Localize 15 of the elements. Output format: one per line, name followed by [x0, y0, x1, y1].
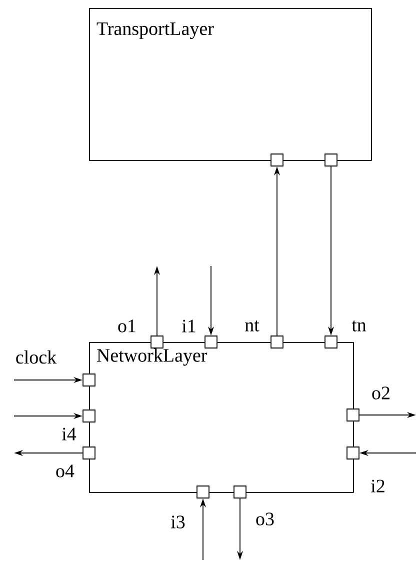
- layer-box: NetworkLayer: [89, 342, 354, 493]
- port-label: o4: [56, 464, 74, 478]
- port-label: o2: [372, 386, 390, 400]
- port-square: [270, 154, 284, 166]
- port-label: o1: [118, 320, 136, 332]
- port-label: tn: [352, 320, 366, 332]
- port-label: o3: [256, 512, 274, 526]
- port-label: clock: [16, 350, 57, 364]
- port-square: [324, 154, 338, 166]
- port-label: i2: [371, 480, 384, 492]
- port-label: i1: [182, 320, 196, 332]
- port-label: i3: [171, 516, 185, 528]
- port-label: i4: [62, 428, 76, 440]
- port-label: nt: [245, 320, 260, 332]
- layer-box: TransportLayer: [89, 8, 372, 161]
